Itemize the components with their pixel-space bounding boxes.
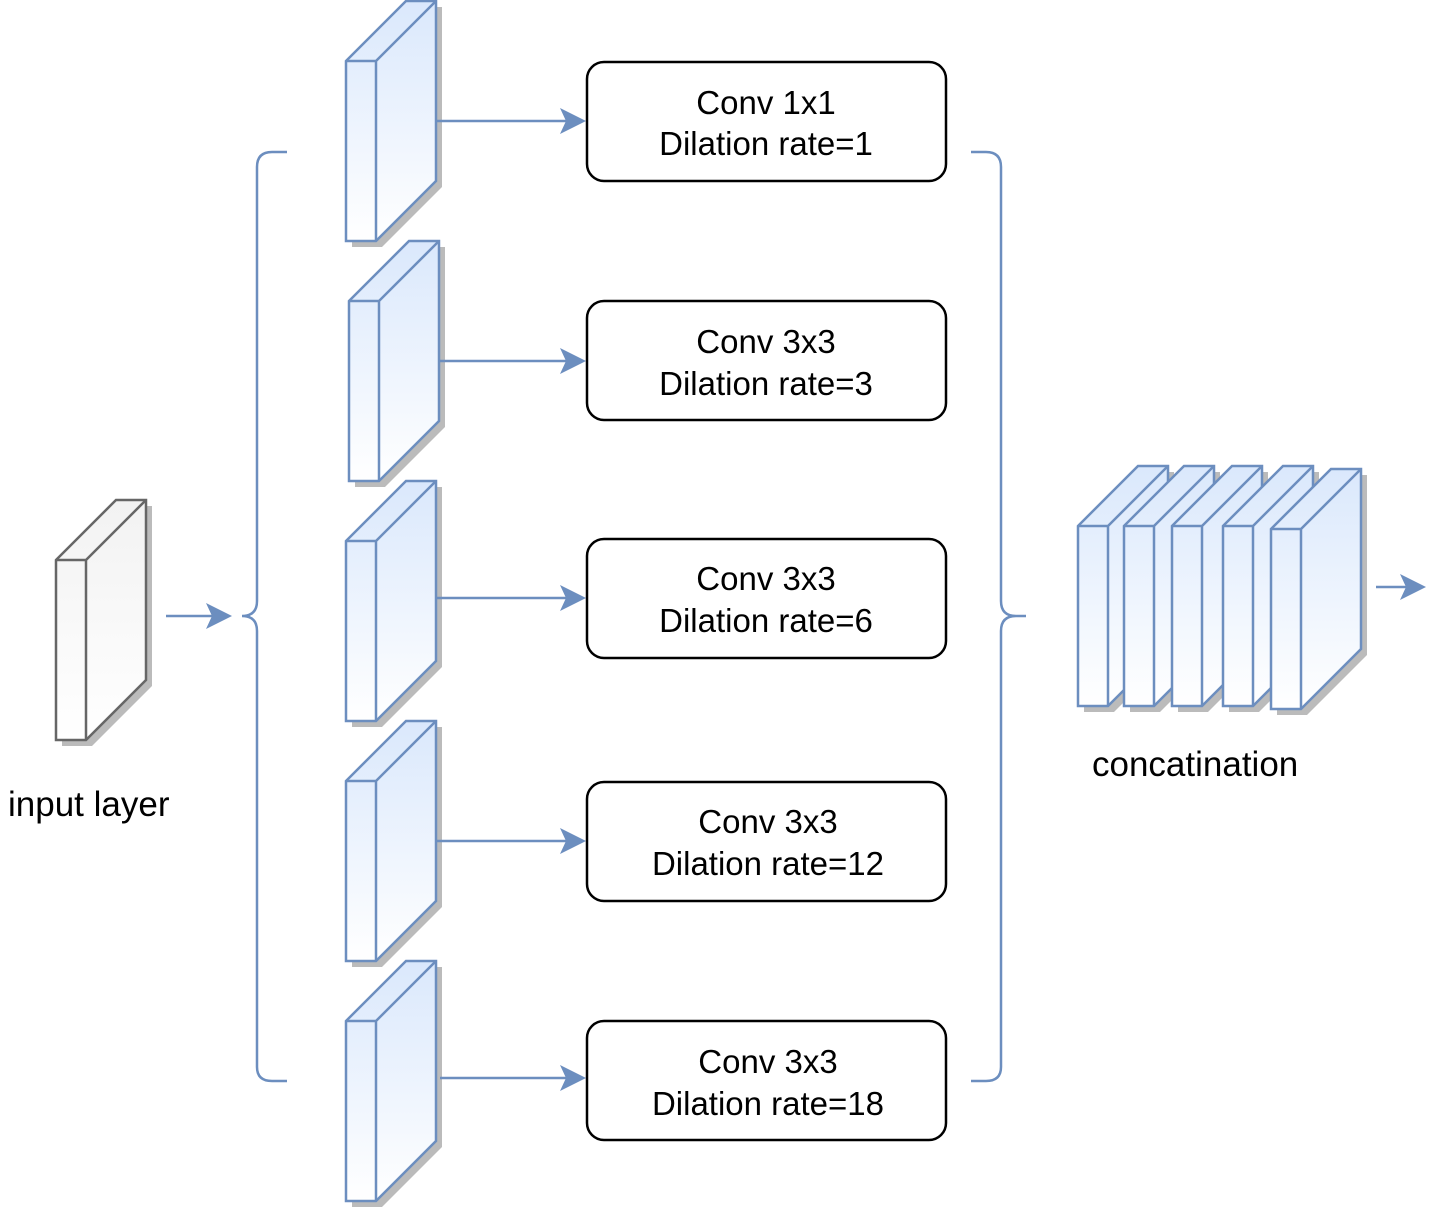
- conv-box-4: Conv 3x3 Dilation rate=12: [585, 780, 948, 903]
- conv-box-1: Conv 1x1 Dilation rate=1: [585, 60, 948, 183]
- branch-arrow-3: [437, 585, 586, 611]
- branch-feature-map-2: [347, 239, 445, 487]
- conv-box-4-line2: Dilation rate=12: [652, 845, 884, 882]
- conv-box-1-line1: Conv 1x1: [696, 84, 835, 121]
- concatenation-label: concatination: [1092, 745, 1298, 784]
- branch-feature-map-4: [344, 719, 442, 967]
- branch-feature-map-3: [344, 479, 442, 727]
- conv-box-5: Conv 3x3 Dilation rate=18: [585, 1019, 948, 1142]
- right-brace: [971, 150, 1026, 1083]
- output-arrow: [1376, 574, 1426, 600]
- concatenated-feature-maps: [1076, 464, 1367, 715]
- branch-arrows: [437, 108, 586, 1091]
- input-layer-label: input layer: [8, 785, 170, 824]
- conv-box-5-line1: Conv 3x3: [698, 1043, 837, 1080]
- branch-feature-map-1: [344, 0, 442, 247]
- left-brace: [241, 150, 287, 1083]
- input-slab: [54, 498, 152, 746]
- branch-arrow-2: [440, 348, 586, 374]
- branch-arrow-1: [437, 108, 586, 134]
- conv-box-3-line1: Conv 3x3: [696, 560, 835, 597]
- conv-box-4-line1: Conv 3x3: [698, 803, 837, 840]
- conv-box-5-line2: Dilation rate=18: [652, 1085, 884, 1122]
- conv-box-1-line2: Dilation rate=1: [659, 125, 873, 162]
- input-arrow: [166, 603, 232, 629]
- conv-box-3: Conv 3x3 Dilation rate=6: [585, 537, 948, 660]
- conv-box-2: Conv 3x3 Dilation rate=3: [585, 299, 948, 422]
- concat-slab-5: [1269, 467, 1367, 715]
- input-feature-map: [54, 498, 152, 746]
- conv-box-3-line2: Dilation rate=6: [659, 602, 873, 639]
- branch-arrow-4: [437, 828, 586, 854]
- branch-feature-map-5: [344, 959, 442, 1207]
- conv-box-2-line2: Dilation rate=3: [659, 365, 873, 402]
- branch-feature-maps: [344, 0, 445, 1207]
- branch-arrow-5: [440, 1065, 586, 1091]
- conv-box-2-line1: Conv 3x3: [696, 323, 835, 360]
